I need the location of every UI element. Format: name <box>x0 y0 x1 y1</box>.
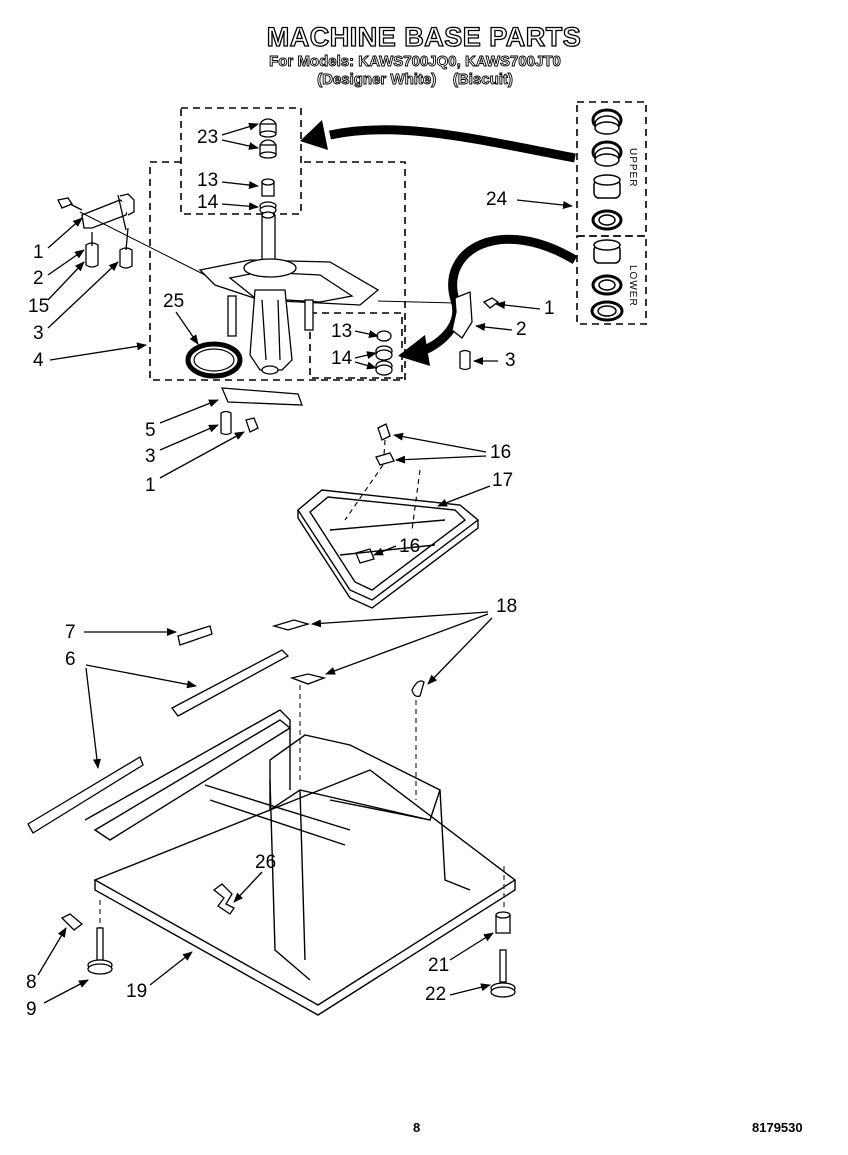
lower-kit-label: LOWER <box>627 265 638 307</box>
callout-4: 4 <box>33 350 44 371</box>
callout-21: 21 <box>428 955 450 976</box>
callout-9: 9 <box>26 999 37 1020</box>
lower-kit-parts <box>590 239 624 322</box>
callout-3-right: 3 <box>505 350 516 371</box>
callout-26: 26 <box>255 852 277 873</box>
callout-17: 17 <box>492 470 514 491</box>
upper-kit-arrow <box>329 125 576 163</box>
callout-18: 18 <box>496 596 518 617</box>
callout-19: 19 <box>126 981 148 1002</box>
callout-1-right: 1 <box>544 298 555 319</box>
callout-6: 6 <box>65 649 76 670</box>
drive-assembly <box>198 211 380 375</box>
callout-8: 8 <box>26 972 37 993</box>
callout-23: 23 <box>197 127 219 148</box>
callout-3: 3 <box>33 323 44 344</box>
callout-25: 25 <box>163 291 185 312</box>
mount-kit-box <box>180 107 302 215</box>
lower-kit-arrow <box>416 234 578 357</box>
variants-line: (Designer White) (Biscuit) <box>317 71 514 89</box>
callout-13-lower: 13 <box>331 321 353 342</box>
callout-16-clip: 16 <box>399 536 421 557</box>
callout-16: 16 <box>490 442 512 463</box>
page-number: 8 <box>413 1120 421 1135</box>
drive-assembly-box <box>149 161 406 381</box>
callout-2-right: 2 <box>516 319 527 340</box>
brake-bracket-upper <box>57 193 135 269</box>
cabinet-base <box>84 709 517 1016</box>
callout-14: 14 <box>197 192 219 213</box>
callout-13: 13 <box>197 170 219 191</box>
callout-1: 1 <box>33 242 44 263</box>
callout-24: 24 <box>486 189 508 210</box>
lower-bushing-box <box>309 312 403 379</box>
upper-kit-parts <box>591 108 623 231</box>
callout-22: 22 <box>425 984 447 1005</box>
upper-kit-label: UPPER <box>627 148 638 188</box>
models-line: For Models: KAWS700JQ0, KAWS700JT0 <box>269 53 562 71</box>
callout-1-lower: 1 <box>145 475 156 496</box>
page-title: MACHINE BASE PARTS <box>266 21 582 52</box>
document-number: 8179530 <box>752 1120 803 1135</box>
callout-3-lower: 3 <box>145 446 156 467</box>
callout-2: 2 <box>33 268 44 289</box>
lower-kit-box <box>576 235 647 325</box>
callout-5: 5 <box>145 420 156 441</box>
snubber-ring <box>185 341 243 379</box>
upper-kit-box <box>576 101 647 237</box>
callout-15: 15 <box>28 296 50 317</box>
callout-7: 7 <box>65 622 76 643</box>
callout-14-lower: 14 <box>331 348 353 369</box>
